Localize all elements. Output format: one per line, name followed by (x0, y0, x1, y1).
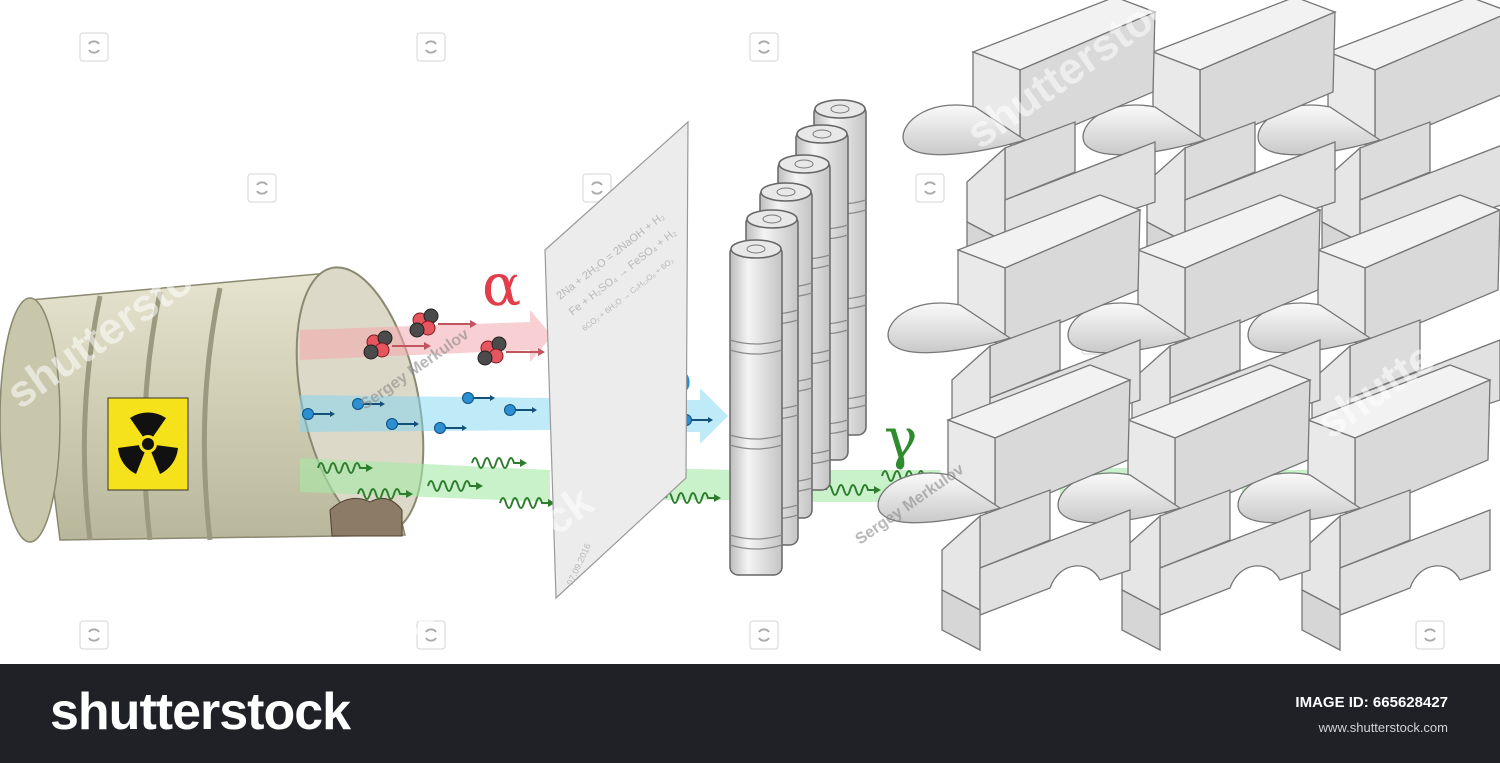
site-url-link[interactable]: www.shutterstock.com (1318, 720, 1448, 735)
radiation-penetration-diagram: α β γ 2Na + 2H₂O = 2NaOH + H₂ Fe + H₂SO₄… (0, 0, 1500, 651)
gamma-label: γ (884, 407, 917, 472)
anvil-stack (877, 0, 1500, 651)
aluminum-cans (729, 99, 867, 576)
paper-sheet: 2Na + 2H₂O = 2NaOH + H₂ Fe + H₂SO₄ → FeS… (544, 120, 689, 600)
image-id-label: IMAGE ID: 665628427 (1295, 694, 1448, 711)
radiation-warning-sign (107, 397, 189, 491)
shutterstock-logo[interactable]: shutterstock (50, 683, 351, 741)
stock-footer-bar: shutterstock IMAGE ID: 665628427 www.shu… (0, 664, 1500, 763)
alpha-label: α (482, 251, 521, 319)
